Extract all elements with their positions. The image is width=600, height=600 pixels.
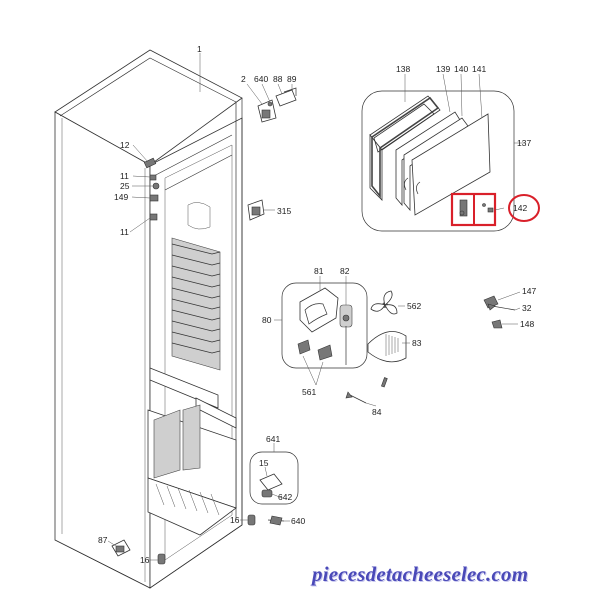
fan-assembly bbox=[274, 276, 410, 407]
top-parts-cluster bbox=[246, 83, 297, 123]
bottom-parts bbox=[107, 514, 290, 565]
label-87: 87 bbox=[98, 535, 108, 545]
label-137: 137 bbox=[517, 138, 531, 148]
label-562: 562 bbox=[407, 301, 421, 311]
label-640-bottom: 640 bbox=[291, 516, 305, 526]
label-640-top: 640 bbox=[254, 74, 268, 84]
label-80: 80 bbox=[262, 315, 272, 325]
lamp-assembly-641 bbox=[249, 443, 299, 505]
label-561: 561 bbox=[302, 387, 316, 397]
cabinet-leaders bbox=[129, 53, 201, 233]
shelf-rung bbox=[171, 276, 221, 288]
shelf-rail-ladder bbox=[149, 237, 237, 429]
label-89: 89 bbox=[287, 74, 297, 84]
shelf-rung bbox=[171, 331, 221, 343]
label-1: 1 bbox=[197, 44, 202, 54]
label-140: 140 bbox=[454, 64, 468, 74]
shelf-rung bbox=[171, 287, 221, 299]
label-315: 315 bbox=[277, 206, 291, 216]
label-25: 25 bbox=[120, 181, 130, 191]
crisper-area bbox=[147, 404, 237, 536]
tray-rib bbox=[199, 491, 209, 514]
part-labels: 1 2 640 88 89 12 11 25 149 11 315 138 13… bbox=[98, 44, 536, 565]
label-15: 15 bbox=[259, 458, 269, 468]
label-88: 88 bbox=[273, 74, 283, 84]
label-81: 81 bbox=[314, 266, 324, 276]
shelf-rung bbox=[171, 265, 221, 277]
label-16-lower: 16 bbox=[140, 555, 150, 565]
label-149: 149 bbox=[114, 192, 128, 202]
label-11-upper: 11 bbox=[120, 171, 129, 181]
label-2: 2 bbox=[241, 74, 246, 84]
label-84: 84 bbox=[372, 407, 382, 417]
label-12: 12 bbox=[120, 140, 130, 150]
label-11-lower: 11 bbox=[120, 227, 129, 237]
label-641: 641 bbox=[266, 434, 280, 444]
shelf-rung bbox=[171, 342, 221, 354]
label-147: 147 bbox=[522, 286, 536, 296]
tray-rib bbox=[155, 483, 165, 506]
panel-assembly-137 bbox=[361, 73, 540, 232]
label-142: 142 bbox=[513, 203, 527, 213]
label-642: 642 bbox=[278, 492, 292, 502]
right-small-parts bbox=[483, 291, 521, 329]
shelf-rung bbox=[171, 254, 221, 266]
shelf-rung bbox=[171, 309, 221, 321]
tray-rib bbox=[166, 485, 176, 508]
shelf-rung bbox=[171, 243, 221, 255]
watermark-logo: piecesdetacheeselec.com bbox=[312, 562, 529, 586]
highlight-circle-142 bbox=[508, 194, 540, 222]
part-315-damper bbox=[247, 199, 275, 221]
label-138: 138 bbox=[396, 64, 410, 74]
label-16-upper: 16 bbox=[230, 515, 240, 525]
shelf-rung bbox=[171, 298, 221, 310]
tray-rib bbox=[177, 487, 187, 510]
tray-rib bbox=[210, 493, 220, 516]
label-148: 148 bbox=[520, 319, 534, 329]
label-82: 82 bbox=[340, 266, 350, 276]
label-139: 139 bbox=[436, 64, 450, 74]
tray-rib bbox=[188, 489, 198, 512]
label-32: 32 bbox=[522, 303, 532, 313]
shelf-rung bbox=[171, 320, 221, 332]
label-141: 141 bbox=[472, 64, 486, 74]
label-83: 83 bbox=[412, 338, 422, 348]
